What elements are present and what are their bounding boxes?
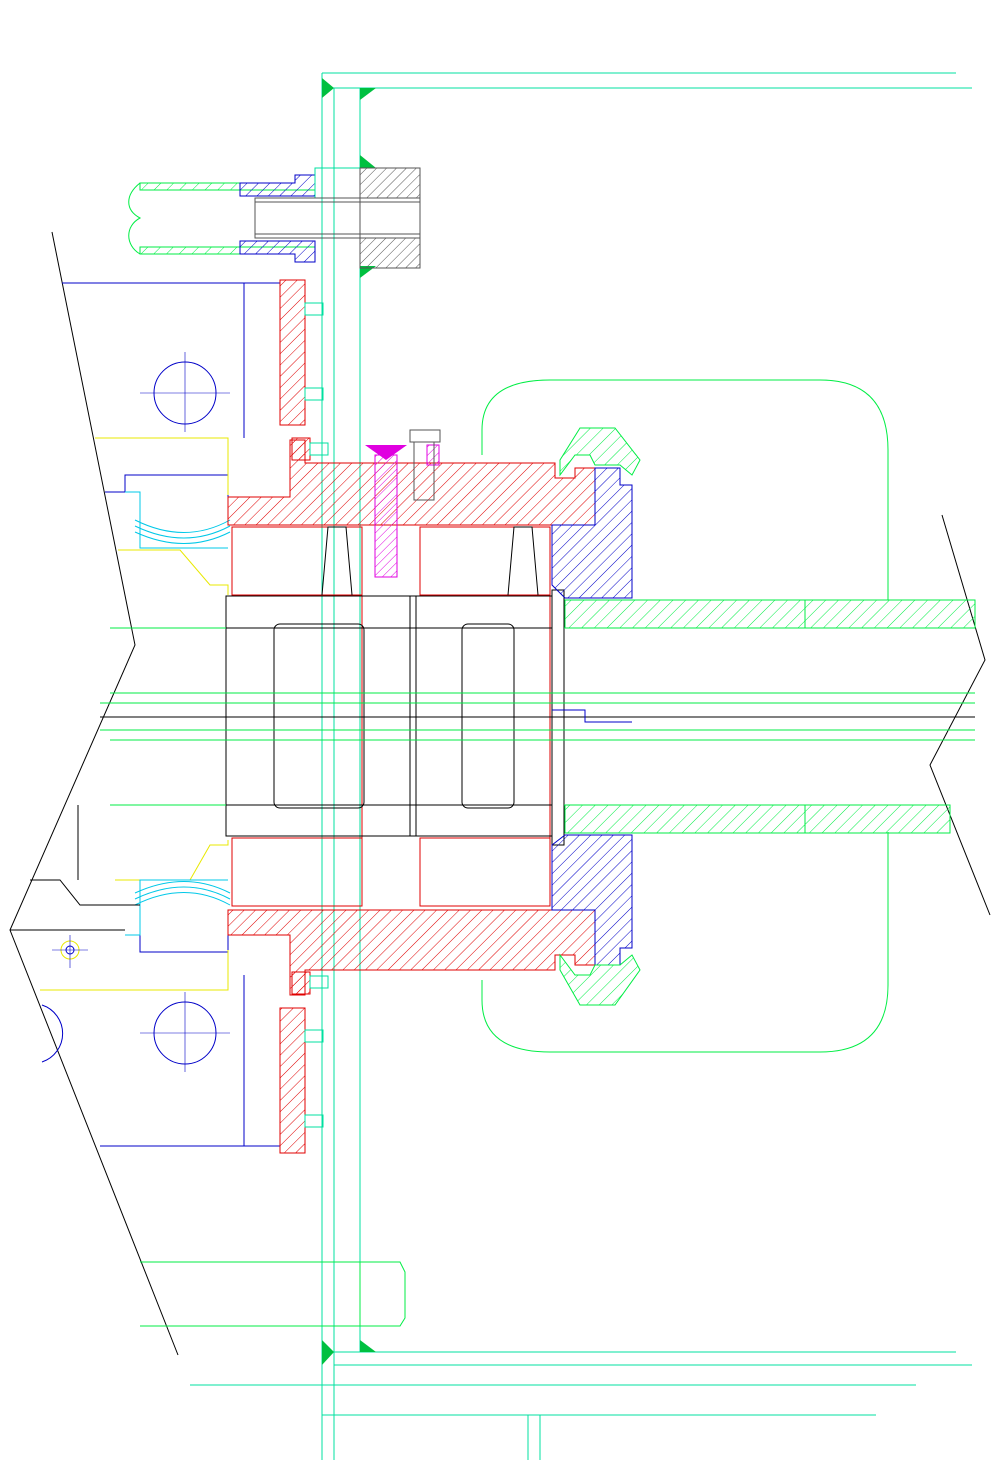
weld-triangles (322, 78, 376, 1365)
yellow-outline (40, 437, 229, 991)
lens-seals (125, 491, 231, 936)
small-bolts (304, 302, 329, 1128)
guard-outline (481, 379, 889, 1053)
shaft (100, 599, 976, 834)
center-bolt (365, 429, 441, 578)
frame-structure (190, 72, 972, 1460)
break-lines (9, 231, 991, 1356)
clamp-jaws (559, 427, 641, 1006)
top-pipe-fitting (128, 167, 421, 269)
lower-left-detail (10, 805, 140, 931)
right-seals (551, 467, 633, 966)
lower-bracket (140, 1261, 406, 1327)
hub-upper (227, 439, 596, 526)
left-housing (62, 282, 280, 1147)
mounting-holes (41, 352, 230, 1072)
hub-lower (227, 909, 596, 996)
